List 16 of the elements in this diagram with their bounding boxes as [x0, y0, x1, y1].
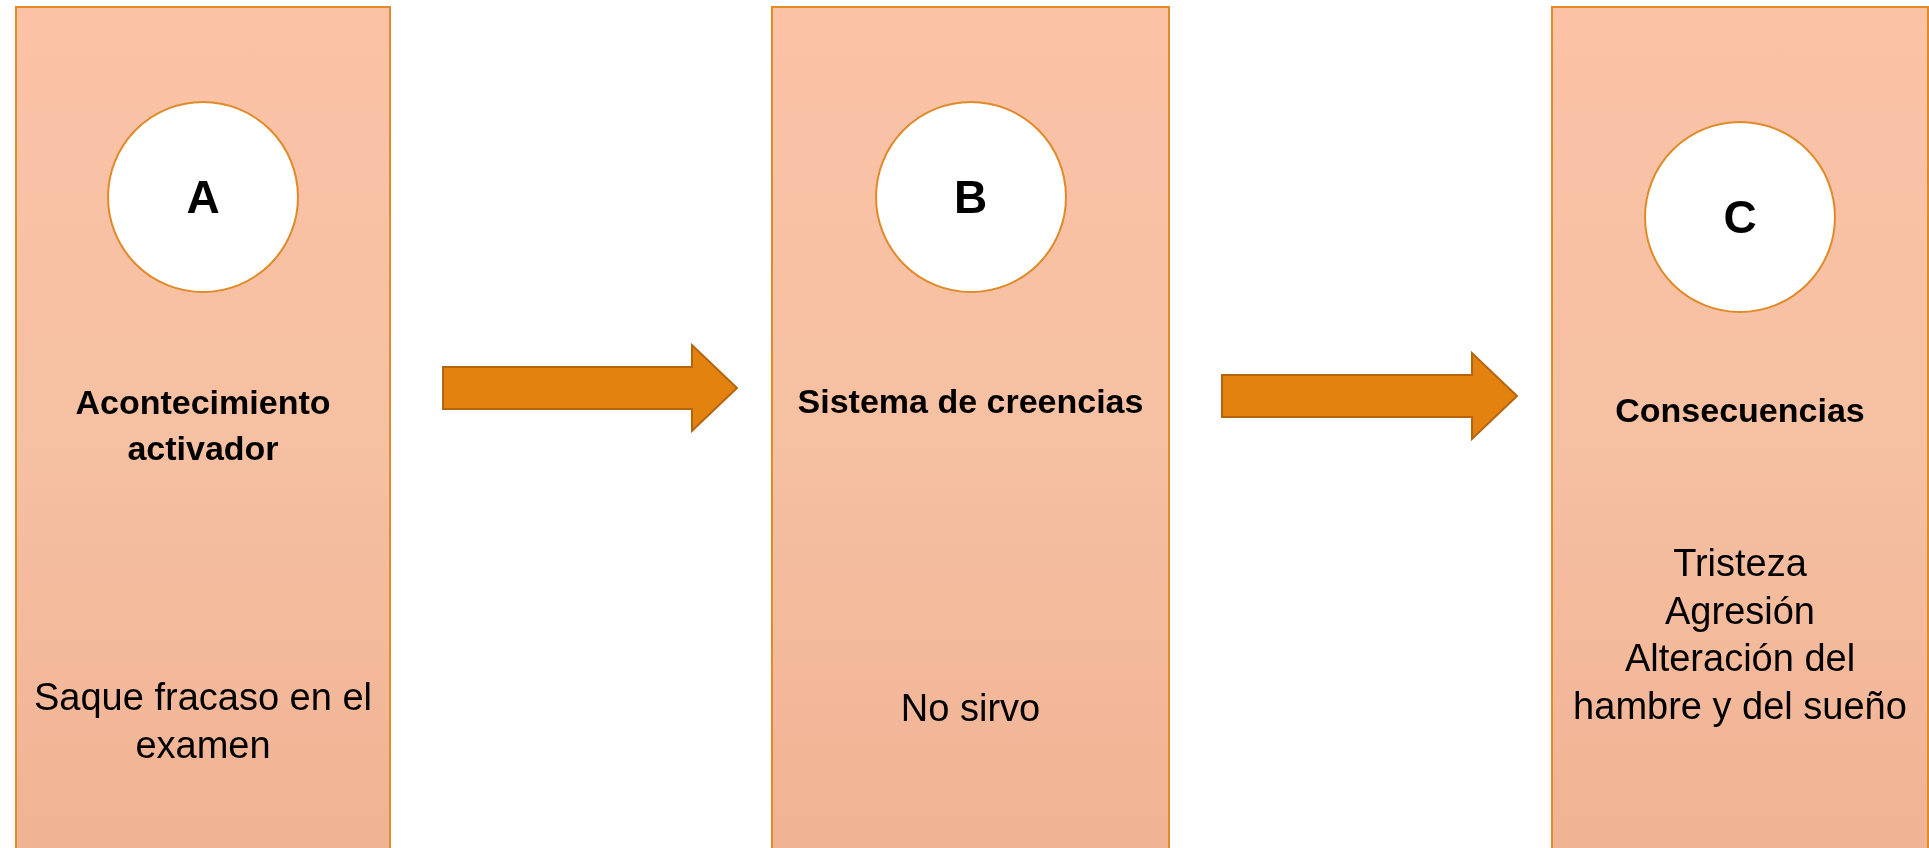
panel-heading: Consecuencias [1614, 390, 1866, 432]
panel-heading: Sistema de creencias [796, 381, 1145, 423]
stage-panel [1551, 6, 1929, 848]
panel-text: Alteración del hambre y del sueño [1572, 636, 1908, 729]
block-arrow [1221, 350, 1519, 442]
stage-panel [771, 6, 1170, 848]
circle-letter: A [186, 169, 220, 225]
panel-text: Saque fracaso en el examen [33, 674, 373, 767]
panel-text: Agresión [1665, 588, 1815, 634]
circle-letter: B [953, 169, 988, 225]
panel-text: Tristeza [1673, 541, 1807, 586]
circle-letter: C [1723, 189, 1757, 245]
stage-panel [15, 6, 391, 848]
block-arrow [442, 342, 739, 434]
panel-heading: Acontecimiento activador [74, 382, 332, 469]
panel-text: No sirvo [900, 686, 1041, 732]
